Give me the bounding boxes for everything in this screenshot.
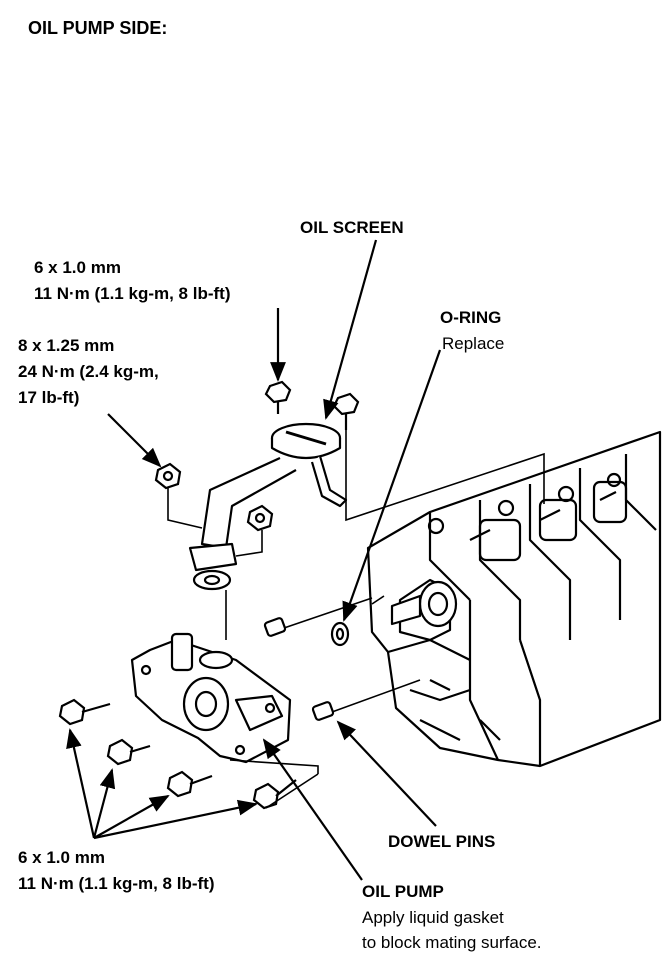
oil-screen-label: OIL SCREEN [300,218,404,237]
oil-pump [130,632,292,764]
page-title: OIL PUMP SIDE: [28,18,168,38]
pump-bolts-torque-label: 11 N·m (1.1 kg-m, 8 lb-ft) [18,874,215,893]
screen-nut-torque-line1: 24 N·m (2.4 kg-m, [18,362,159,381]
dowel-pins-label: DOWEL PINS [388,832,496,851]
screen-bolts [154,380,360,532]
pump-bolts-size-label: 6 x 1.0 mm [18,848,105,867]
screen-bolt-size-label: 6 x 1.0 mm [34,258,121,277]
assembly-lines [167,430,545,809]
oil-pump-note-line2: to block mating surface. [362,933,542,952]
screen-nut-torque-line2: 17 lb-ft) [18,388,80,407]
screen-nut-size-label: 8 x 1.25 mm [18,336,115,355]
oil-pump-note-line1: Apply liquid gasket [362,908,504,927]
screen-bolt-torque-label: 11 N·m (1.1 kg-m, 8 lb-ft) [34,284,231,303]
o-ring [330,621,350,647]
callout-arrows [66,239,442,881]
pump-bolts [58,698,297,810]
o-ring-label: O-RING [440,308,502,327]
o-ring-note: Replace [442,334,505,353]
dowel-pins [263,617,335,721]
engine-block [366,430,662,768]
oil-screen [188,422,348,591]
oil-pump-label: OIL PUMP [362,882,444,901]
